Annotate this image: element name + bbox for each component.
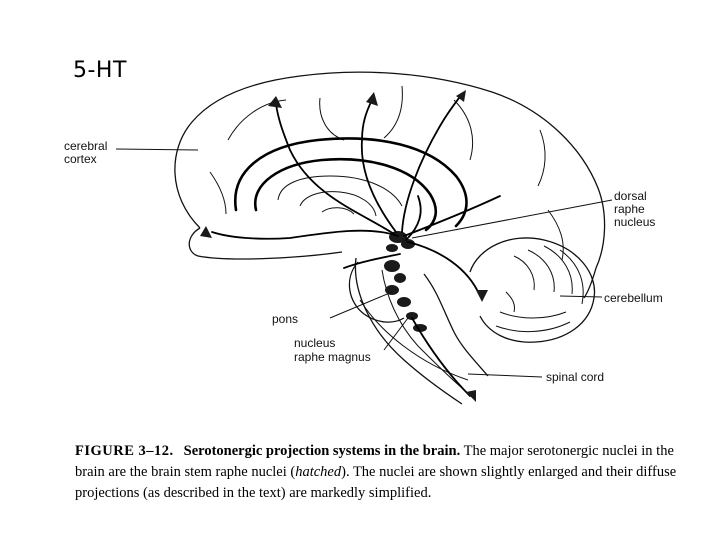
projection-arrowheads	[200, 90, 488, 402]
pontine-raphe-nuclei	[384, 260, 406, 295]
figure-caption: FIGURE 3–12. Serotonergic projection syst…	[75, 441, 695, 504]
slide-title: 5-HT	[73, 58, 127, 83]
cerebellum-outline	[469, 237, 596, 343]
brain-diagram: cerebral cortex dorsal raphe nucleus cer…	[64, 71, 663, 405]
caption-text-2: ). The nuclei are shown slightly enlarge…	[75, 464, 677, 501]
label-spinal-cord: spinal cord	[546, 370, 604, 384]
brainstem-front	[354, 257, 463, 405]
brainstem-back	[423, 273, 489, 377]
label-nucleus-raphe-magnus: nucleus raphe magnus	[294, 336, 371, 364]
label-cerebellum: cerebellum	[604, 291, 663, 305]
label-dorsal-raphe-nucleus: dorsal raphe nucleus	[614, 189, 655, 229]
brain-outline	[174, 71, 606, 299]
pons-outline	[348, 261, 405, 323]
label-cerebral-cortex: cerebral cortex	[64, 139, 111, 166]
corpus-callosum	[233, 137, 468, 228]
caption-text-1: The major serotonergic nuclei in the bra…	[75, 443, 674, 480]
figure-number: FIGURE 3–12.	[75, 443, 174, 459]
serotonergic-projections	[211, 93, 501, 397]
label-pons: pons	[272, 312, 298, 326]
frontal-base	[188, 227, 343, 260]
caption-emphasis: hatched	[295, 464, 342, 480]
figure-title: Serotonergic projection systems in the b…	[183, 443, 461, 459]
